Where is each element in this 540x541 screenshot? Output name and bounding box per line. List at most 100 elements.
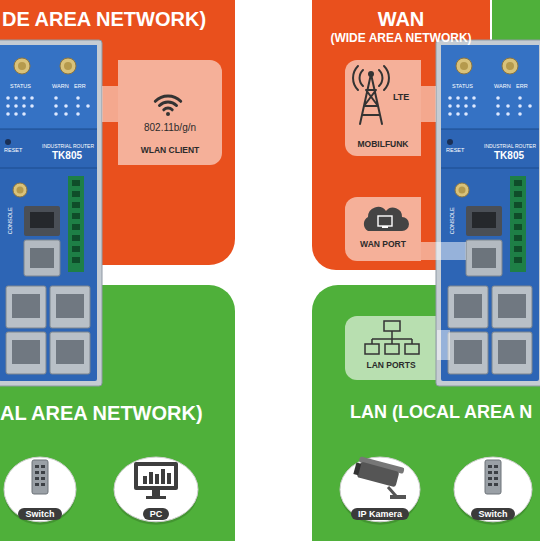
device-label: Switch (18, 508, 61, 520)
lan-region: LAN (LOCAL AREA NLAN PORTSIP KameraSwitc… (312, 285, 540, 541)
switch-icon (32, 460, 48, 494)
cloud-icon (364, 207, 409, 231)
switch-icon (41, 471, 45, 474)
pc-icon (149, 472, 153, 484)
node-title: LTE (393, 92, 409, 102)
platform-ellipse (114, 457, 198, 522)
switch-icon (488, 465, 492, 468)
switch-icon (41, 465, 45, 468)
pc-icon (134, 462, 178, 490)
device-platform: Switch (2, 452, 78, 524)
router-label-anchor: ERR (74, 84, 86, 90)
router-label-anchor: CONSOLE (439, 218, 466, 224)
wan-region: WAN(WIDE AREA NETWORK)LTEMOBILFUNKWAN PO… (312, 0, 490, 270)
wifi-icon (160, 102, 177, 106)
node-text: (WIDE AREA NETWORK) (330, 32, 471, 46)
router-label: ERR (516, 84, 528, 90)
wifi-icon (164, 108, 172, 110)
node-title: WAN PORT (360, 240, 406, 250)
cloud-icon (364, 207, 409, 231)
switch-icon (494, 483, 498, 486)
node-text: WLAN CLIENT (141, 146, 200, 156)
camera-icon (353, 462, 361, 475)
wan-region: DE AREA NETWORK) 802.11b/g/nWLAN CLIENT (0, 0, 235, 265)
switch-icon (35, 477, 39, 480)
callout-link (102, 86, 118, 122)
network-icon (365, 344, 379, 354)
wifi-icon (155, 96, 180, 101)
switch-icon (35, 471, 39, 474)
device-label: Switch (471, 508, 514, 520)
router-label-anchor: RESET (446, 148, 464, 154)
router-right (436, 40, 540, 386)
network-icon (405, 344, 419, 354)
router-label: INDUSTRIAL ROUTER (484, 144, 536, 149)
switch-icon (35, 483, 39, 486)
pc-icon (143, 476, 147, 484)
node-text: MOBILFUNK (358, 140, 409, 150)
antenna-tower-icon (360, 74, 382, 124)
switch-icon (488, 483, 492, 486)
router-label-anchor: WARN (52, 84, 69, 90)
router-label-anchor: STATUS (452, 84, 473, 90)
node-title: 802.11b/g/n (144, 122, 196, 134)
router-label: RESET (446, 148, 464, 154)
pc-icon (143, 469, 171, 484)
router-label-anchor: INDUSTRIAL ROUTER (484, 144, 536, 149)
router-label: WARN (494, 84, 511, 90)
switch-icon (32, 460, 48, 494)
lan-region-corner (492, 0, 540, 68)
antenna-tower-icon (353, 66, 389, 124)
router-label: TK805 (494, 151, 524, 161)
device-label: IP Kamera (351, 508, 409, 520)
node-title: DE AREA NETWORK) (2, 8, 206, 31)
router-label-anchor: WARN (494, 84, 511, 90)
pc-icon (146, 496, 166, 499)
camera-icon (359, 456, 405, 474)
network-icon (372, 331, 412, 344)
router-label: TK805 (52, 151, 82, 161)
cloud-icon (378, 216, 392, 226)
router-label: INDUSTRIAL ROUTER (42, 144, 94, 149)
callout-box: WAN PORT (345, 197, 421, 261)
router-label: STATUS (452, 84, 473, 90)
switch-icon (488, 471, 492, 474)
switch-icon (485, 460, 501, 494)
switch-icon (494, 477, 498, 480)
pc-icon (138, 466, 174, 486)
camera-icon (388, 487, 396, 496)
camera-icon (353, 456, 405, 489)
platform-ellipse (340, 457, 420, 522)
callout-link (421, 86, 436, 122)
pc-icon (161, 469, 165, 484)
router-label: CONSOLE (7, 208, 13, 235)
switch-icon (488, 477, 492, 480)
switch-icon (41, 477, 45, 480)
router-label: ERR (74, 84, 86, 90)
pc-icon (167, 473, 171, 484)
router-label: WARN (52, 84, 69, 90)
switch-icon (35, 465, 39, 468)
wifi-icon (166, 112, 170, 116)
network-icon (365, 321, 419, 354)
pc-icon (155, 474, 159, 484)
router-label: STATUS (10, 84, 31, 90)
pc-icon (134, 462, 178, 499)
platform-ellipse (4, 457, 76, 522)
router-label-anchor: TK805 (494, 151, 524, 161)
pc-icon (152, 490, 160, 496)
switch-icon (41, 483, 45, 486)
antenna-tower-icon (353, 66, 389, 90)
lan-region: AL AREA NETWORK) Switch PC (0, 285, 235, 541)
wifi-icon (155, 96, 180, 116)
device-platform: PC (112, 452, 200, 524)
router-label-anchor: ERR (516, 84, 528, 90)
camera-icon (357, 462, 400, 488)
cloud-icon (382, 226, 388, 228)
node-title: AL AREA NETWORK) (0, 402, 203, 425)
device-platform: Switch (452, 452, 534, 524)
network-icon (384, 321, 400, 331)
switch-icon (494, 471, 498, 474)
